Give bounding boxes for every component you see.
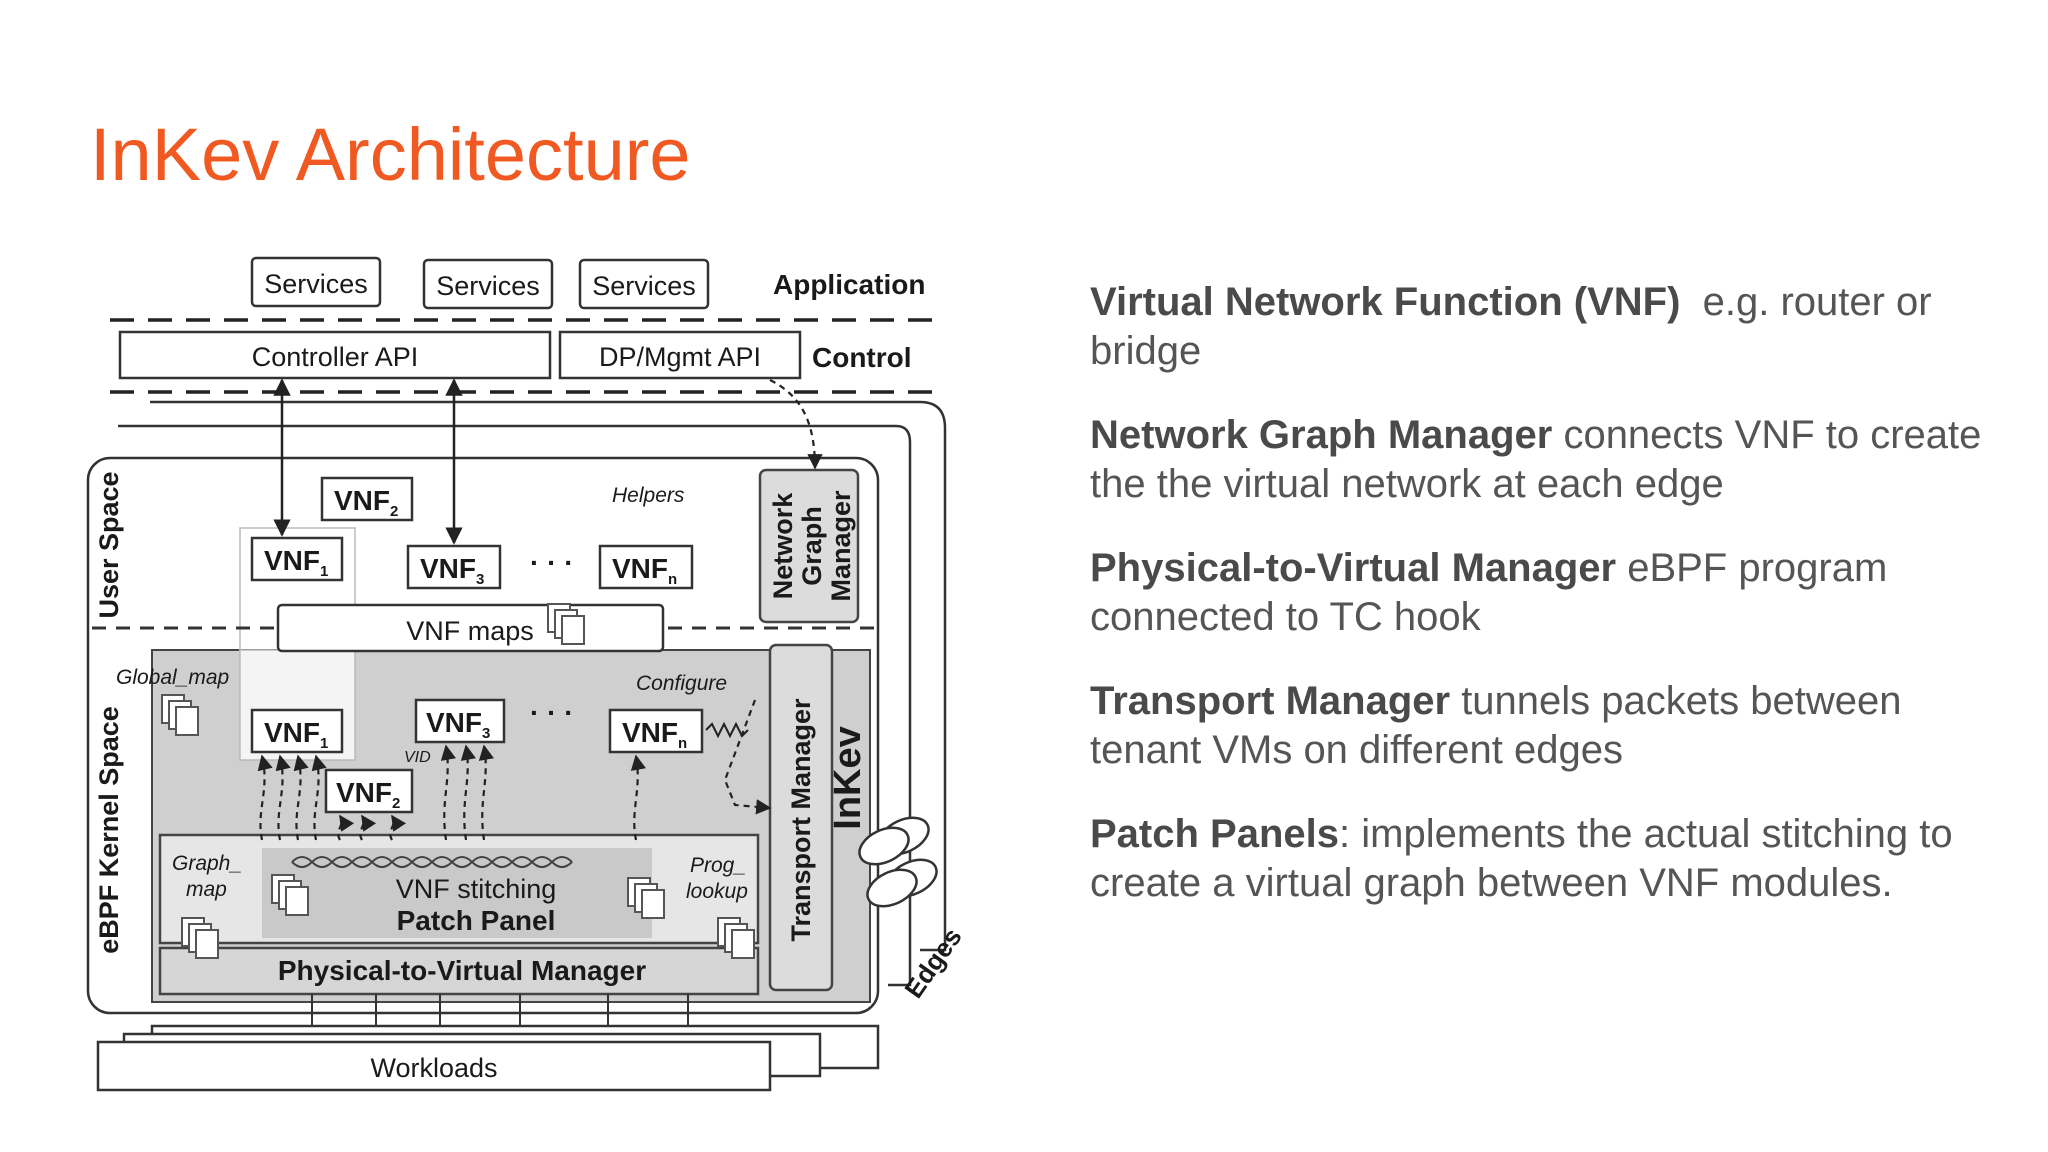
svg-text:VNF3: VNF3 — [420, 553, 484, 588]
kernel-vnf-3: VNF3 — [414, 698, 506, 744]
user-vnf-ellipsis: · · · — [530, 547, 574, 578]
p2v-manager-box: Physical-to-Virtual Manager — [158, 946, 760, 996]
description-item-vnf: Virtual Network Function (VNF) e.g. rout… — [1090, 278, 1990, 376]
services-box-2: Services — [422, 258, 554, 310]
edge-frame-middle — [118, 424, 912, 987]
svg-text:VNF2: VNF2 — [334, 485, 398, 520]
graph-map-label-2: map — [186, 878, 227, 901]
description-item-transport: Transport Manager tunnels packets betwee… — [1090, 677, 1990, 775]
graph-map-label-1: Graph_ — [172, 852, 242, 875]
description-text: eBPF program connected to TC hook — [1090, 546, 1888, 639]
description-term: Transport Manager — [1090, 679, 1451, 723]
patch-panel-label: Patch Panel — [397, 905, 556, 936]
transport-manager-box: Transport Manager — [768, 643, 834, 992]
workloads-box: Workloads — [96, 1040, 772, 1092]
dp-mgmt-api-box: DP/Mgmt API — [558, 330, 802, 380]
network-graph-manager-line-2: Graph — [797, 506, 827, 586]
description-term: Virtual Network Function (VNF) — [1090, 280, 1681, 324]
network-graph-manager-line-1: Network — [768, 492, 798, 600]
services-label: Services — [592, 271, 696, 301]
vid-label: VID — [404, 749, 431, 766]
application-layer-label: Application — [773, 269, 925, 300]
patch-panel-box: VNF stitching Patch Panel — [158, 833, 760, 945]
user-vnf-2: VNF2 — [320, 476, 414, 522]
services-label: Services — [436, 271, 540, 301]
edges-label: Edges — [898, 922, 967, 1003]
p2v-manager-label: Physical-to-Virtual Manager — [278, 955, 646, 986]
user-vnf-n: VNFn — [598, 544, 694, 590]
services-box-3: Services — [578, 258, 710, 310]
kernel-vnf-1: VNF1 — [250, 708, 344, 754]
svg-text:VNF2: VNF2 — [336, 777, 400, 812]
svg-text:VNF1: VNF1 — [264, 545, 328, 580]
vnf-maps-label: VNF maps — [406, 616, 534, 646]
edge-frame-back — [150, 400, 947, 952]
slide-title: InKev Architecture — [90, 113, 691, 196]
control-layer-label: Control — [812, 342, 912, 373]
services-box-1: Services — [250, 256, 382, 308]
services-label: Services — [264, 269, 368, 299]
architecture-diagram: Services Services Services Application C… — [86, 256, 968, 1092]
transport-manager-label: Transport Manager — [786, 698, 816, 942]
configure-label: Configure — [636, 672, 727, 695]
svg-text:VNF3: VNF3 — [426, 707, 490, 742]
vnf-stitching-label: VNF stitching — [396, 874, 557, 904]
ebpf-kernel-space-label: eBPF Kernel Space — [94, 706, 124, 954]
description-text: : implements the actual stitching to cre… — [1090, 812, 1953, 905]
dp-mgmt-api-label: DP/Mgmt API — [599, 342, 761, 372]
description-term: Network Graph Manager — [1090, 413, 1553, 457]
description-text: tunnels packets between tenant VMs on di… — [1090, 679, 1902, 772]
description-term: Physical-to-Virtual Manager — [1090, 546, 1617, 590]
description-list: Virtual Network Function (VNF) e.g. rout… — [1090, 278, 1990, 943]
description-text: connects VNF to create the the virtual n… — [1090, 413, 1982, 506]
description-item-patch-panels: Patch Panels: implements the actual stit… — [1090, 810, 1990, 908]
prog-lookup-label-1: Prog_ — [690, 854, 746, 877]
controller-api-label: Controller API — [252, 342, 419, 372]
svg-text:VNFn: VNFn — [612, 553, 677, 588]
svg-text:VNF1: VNF1 — [264, 717, 328, 752]
network-graph-manager-line-3: Manager — [826, 490, 856, 602]
workloads-label: Workloads — [370, 1053, 497, 1083]
network-graph-manager-box: Network Graph Manager — [758, 468, 860, 624]
dpmgmt-to-ngm-arrow — [769, 379, 823, 470]
global-map-label: Global_map — [116, 666, 229, 689]
description-text: e.g. router or bridge — [1090, 280, 1943, 373]
user-space-label: User Space — [94, 471, 124, 618]
edge-connector-icon — [858, 816, 938, 908]
inkev-label: InKev — [827, 726, 869, 829]
kernel-vnf-ellipsis: · · · — [530, 697, 574, 728]
description-term: Patch Panels — [1090, 812, 1340, 856]
description-item-ngm: Network Graph Manager connects VNF to cr… — [1090, 411, 1990, 509]
prog-lookup-label-2: lookup — [686, 880, 748, 903]
description-item-p2v: Physical-to-Virtual Manager eBPF program… — [1090, 544, 1990, 642]
user-vnf-3: VNF3 — [406, 544, 502, 590]
vnf-patch-arrows — [257, 744, 646, 841]
controller-api-box: Controller API — [118, 330, 552, 380]
helpers-label: Helpers — [612, 484, 685, 507]
user-vnf-1: VNF1 — [250, 536, 344, 582]
kernel-vnf-n: VNFn — [608, 708, 704, 754]
vnfn-transport-link — [705, 721, 749, 739]
vnf-maps-box: VNF maps — [276, 603, 665, 653]
svg-text:VNFn: VNFn — [622, 717, 687, 752]
kernel-vnf-2: VNF2 — [324, 768, 414, 814]
